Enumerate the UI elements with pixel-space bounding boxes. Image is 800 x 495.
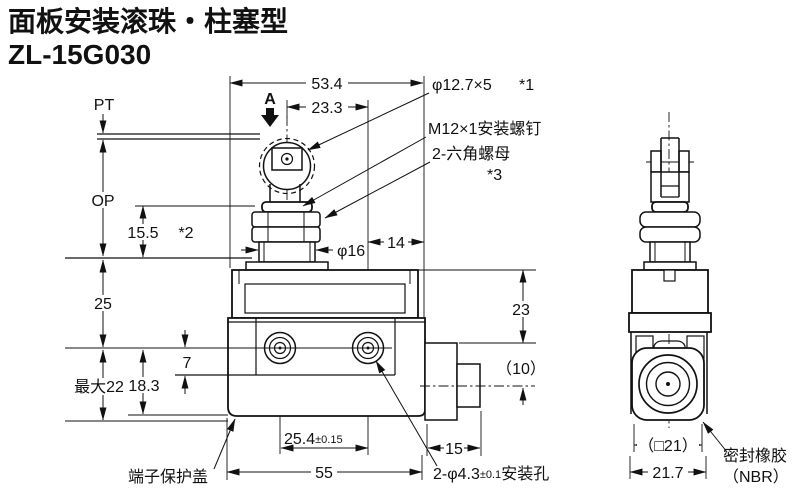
side-boss <box>424 342 458 421</box>
callout-hex-nuts-ref: *3 <box>487 167 502 184</box>
callout-ball-ref: *1 <box>519 77 534 94</box>
callout-hex-nuts: 2-六角螺母 <box>432 145 510 163</box>
callout-mount-screw: M12×1安装螺钉 <box>428 120 541 138</box>
plunger-flange <box>261 201 313 213</box>
dim-hole-pitch: 25.4±0.15 <box>284 431 343 448</box>
dim-hole-to-bottom: 18.3 <box>128 378 159 395</box>
dim-boot-square: （□21） <box>638 437 697 455</box>
callout-seal-rubber: 密封橡胶 <box>723 447 787 465</box>
label-pretravel: PT <box>94 97 115 114</box>
section-arrow-icon <box>261 108 279 127</box>
header: 面板安装滚珠・柱塞型 ZL-15G030 <box>8 5 288 70</box>
ref-note-2: *2 <box>178 225 193 242</box>
dim-roller-offset: 23.3 <box>311 100 342 117</box>
dim-body-width: 55 <box>315 465 333 482</box>
dim-max-cover: 最大22 <box>74 378 124 396</box>
dim-top-width: 53.4 <box>311 76 342 93</box>
bushing-base <box>245 261 329 271</box>
front-dimensions: 53.4 23.3 A PT OP 15.5 *2 25 最大22 18.3 <box>65 75 549 486</box>
side-view <box>628 112 712 428</box>
dim-head-to-boss: 23 <box>512 302 530 319</box>
dim-upper-body-height: 25 <box>94 296 112 313</box>
hex-nuts-side <box>639 211 701 228</box>
callout-terminal-cover: 端子保护盖 <box>128 468 208 486</box>
dim-hole-to-face: 7 <box>183 355 192 372</box>
page-title: 面板安装滚珠・柱塞型 <box>8 5 288 37</box>
front-view <box>97 100 535 455</box>
dim-edge-offset: 14 <box>387 235 405 252</box>
ball-max-circle <box>258 137 316 195</box>
side-dimensions: （□21） 21.7 密封橡胶 （NBR） <box>629 421 789 486</box>
hex-nuts <box>251 211 321 243</box>
dim-stroke: 15.5 <box>127 225 158 242</box>
label-operating-position: OP <box>91 193 114 210</box>
switch-head <box>231 269 419 319</box>
callout-seal-material: （NBR） <box>723 468 789 486</box>
callout-ball: φ12.7×5 <box>432 77 492 94</box>
model-number: ZL-15G030 <box>8 39 151 70</box>
dim-boss-half: （10） <box>496 360 546 378</box>
dim-boss-width: 15 <box>445 441 463 458</box>
dim-body-depth: 21.7 <box>652 465 683 482</box>
threaded-bushing <box>258 241 316 263</box>
callout-mounting-holes: 2-φ4.3±0.1安装孔 <box>433 465 549 483</box>
section-arrow-label: A <box>264 91 276 108</box>
dim-thread-dia: φ16 <box>337 243 365 260</box>
